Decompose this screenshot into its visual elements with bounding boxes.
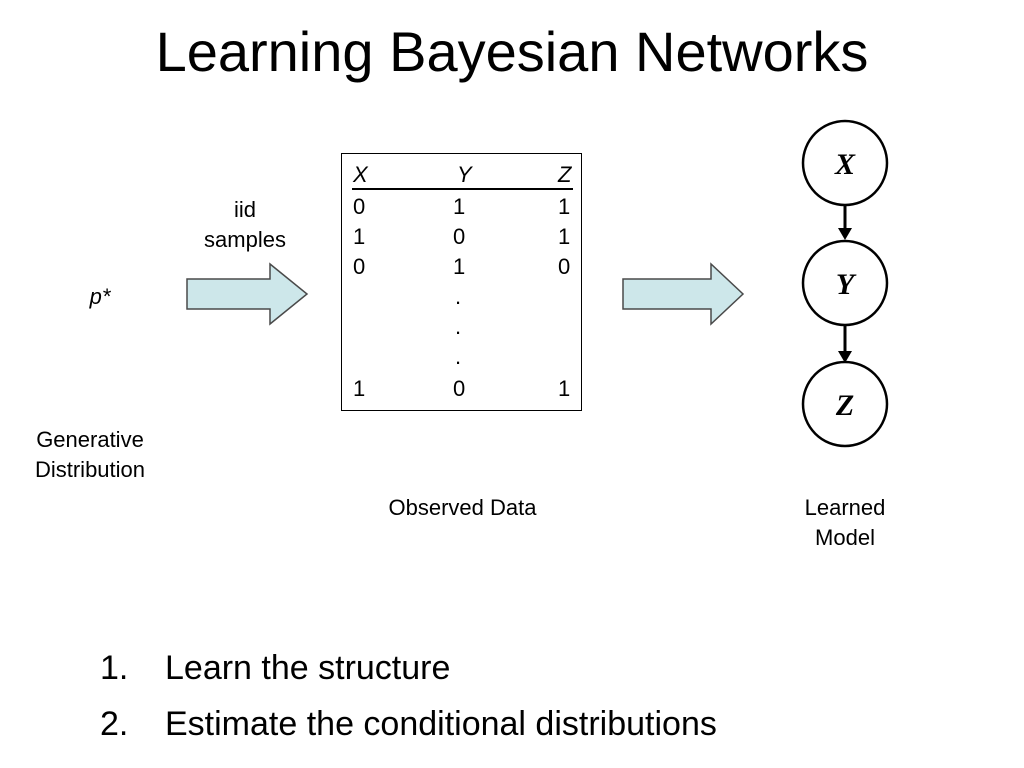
ellipsis-dot: . — [455, 284, 462, 309]
node-y-label: Y — [836, 268, 857, 301]
step-text: Estimate the conditional distributions — [165, 705, 717, 743]
step-item: 2. Estimate the conditional distribution… — [100, 696, 717, 752]
cell-x: 1 — [353, 224, 366, 249]
generative-symbol: p* — [89, 284, 111, 309]
cell-z: 1 — [558, 376, 571, 401]
bayes-net-node-z[interactable]: Z — [801, 360, 889, 448]
cell-y: 0 — [453, 224, 466, 249]
generative-caption-line-1: Generative — [36, 427, 144, 452]
step-number: 1. — [100, 649, 129, 687]
node-z-label: Z — [835, 389, 854, 422]
table-row: 1 0 1 — [342, 222, 581, 252]
sampling-arrow — [186, 262, 309, 326]
cell-y: 1 — [453, 194, 466, 219]
step-item: 1. Learn the structure — [100, 640, 717, 696]
bayes-net-node-x[interactable]: X — [801, 119, 889, 207]
ellipsis-dot: . — [455, 344, 462, 369]
steps-list: 1. Learn the structure 2. Estimate the c… — [100, 640, 717, 752]
learned-model-caption: Learned Model — [770, 493, 920, 553]
cell-y: 0 — [453, 376, 466, 401]
observed-data-table: X Y Z 0 1 1 1 0 1 0 1 0 . . . 1 0 1 — [341, 153, 582, 411]
ellipsis-dot: . — [455, 314, 462, 339]
cell-x: 0 — [353, 254, 366, 279]
table-row: 0 1 1 — [342, 192, 581, 222]
node-x-label: X — [834, 148, 856, 181]
table-row: 0 1 0 — [342, 252, 581, 282]
learned-model-caption-line-1: Learned — [804, 495, 886, 520]
column-header-y: Y — [457, 162, 472, 187]
cell-x: 0 — [353, 194, 366, 219]
column-header-x: X — [353, 162, 368, 187]
cell-z: 1 — [558, 224, 571, 249]
cell-z: 1 — [558, 194, 571, 219]
slide-title: Learning Bayesian Networks — [155, 20, 869, 83]
bayes-net-edge-x-y — [838, 204, 852, 240]
table-row: 1 0 1 — [342, 374, 581, 404]
learning-arrow — [622, 262, 745, 326]
bayes-net-node-y[interactable]: Y — [801, 239, 889, 327]
generative-caption: Generative Distribution — [10, 425, 170, 485]
observed-data-caption: Observed Data — [388, 495, 537, 520]
bayes-net-edge-y-z — [838, 326, 852, 363]
sampling-label-line-1: iid — [233, 197, 256, 222]
step-text: Learn the structure — [165, 649, 451, 687]
column-header-z: Z — [558, 162, 572, 187]
cell-y: 1 — [453, 254, 466, 279]
cell-x: 1 — [353, 376, 366, 401]
sampling-label-line-2: samples — [204, 227, 286, 252]
step-number: 2. — [100, 705, 129, 743]
cell-z: 0 — [558, 254, 571, 279]
learned-model-caption-line-2: Model — [815, 525, 875, 550]
header-underline — [352, 188, 573, 190]
sampling-label: iid samples — [180, 195, 310, 255]
generative-caption-line-2: Distribution — [34, 457, 146, 482]
